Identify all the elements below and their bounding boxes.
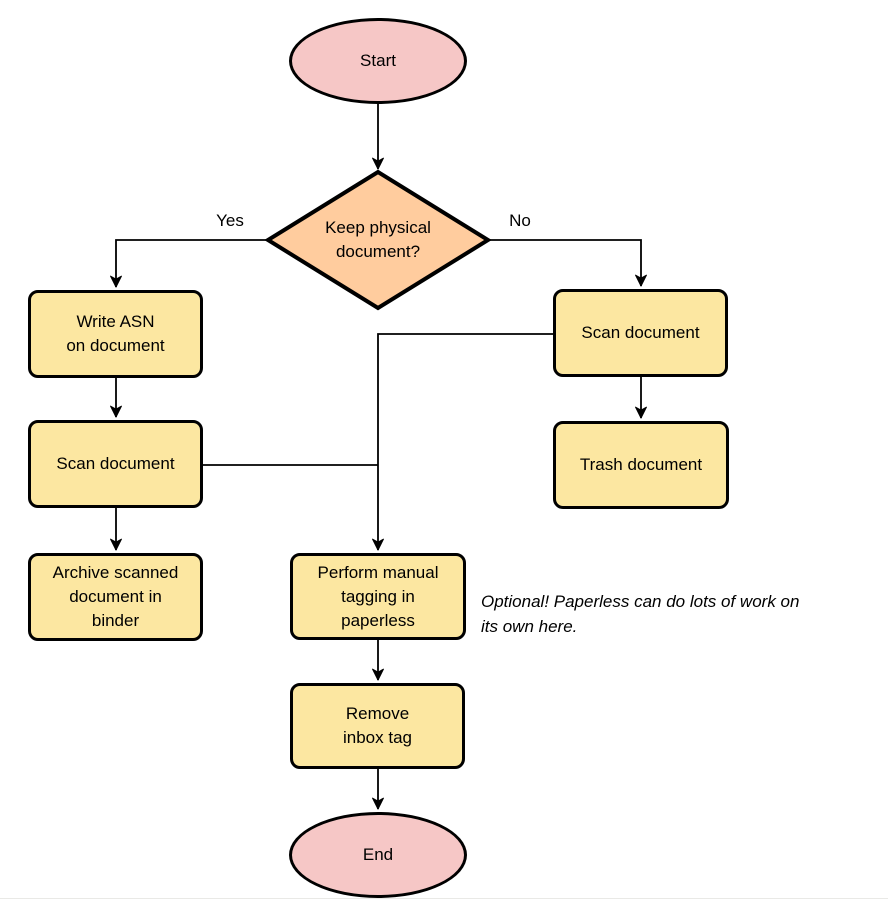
node-trash-document: Trash document <box>553 421 729 509</box>
node-start: Start <box>289 18 467 104</box>
node-write-asn-label: Write ASN on document <box>66 312 165 355</box>
node-archive-binder: Archive scanned document in binder <box>28 553 203 641</box>
node-scan-document-left-label: Scan document <box>56 454 175 473</box>
node-decision: Keep physical document? <box>283 196 473 284</box>
edge-label-no: No <box>509 211 531 230</box>
page-bottom-edge <box>0 898 888 899</box>
edge-label-yes: Yes <box>216 211 244 230</box>
decision-diamond-shape <box>264 169 492 311</box>
node-scan-document-left: Scan document <box>28 420 203 508</box>
node-write-asn: Write ASN on document <box>28 290 203 378</box>
node-decision-label: Keep physical document? <box>325 218 431 261</box>
node-manual-tagging: Perform manual tagging in paperless <box>290 553 466 640</box>
node-end-label: End <box>362 845 394 864</box>
edge-no-to-scan-right <box>488 239 647 287</box>
node-archive-binder-label: Archive scanned document in binder <box>52 563 179 630</box>
node-trash-document-label: Trash document <box>579 455 703 474</box>
optional-note: Optional! Paperless can do lots of work … <box>481 592 800 636</box>
node-scan-document-right: Scan document <box>553 289 728 377</box>
node-remove-inbox-tag-label: Remove inbox tag <box>343 704 412 747</box>
node-manual-tagging-label: Perform manual tagging in paperless <box>317 562 439 630</box>
node-scan-document-right-label: Scan document <box>581 323 700 342</box>
node-remove-inbox-tag: Remove inbox tag <box>290 683 465 769</box>
edge-scan-right-to-tagging <box>372 333 553 551</box>
edge-yes-to-write-asn <box>110 239 268 288</box>
node-end: End <box>289 812 467 898</box>
node-start-label: Start <box>360 51 396 70</box>
